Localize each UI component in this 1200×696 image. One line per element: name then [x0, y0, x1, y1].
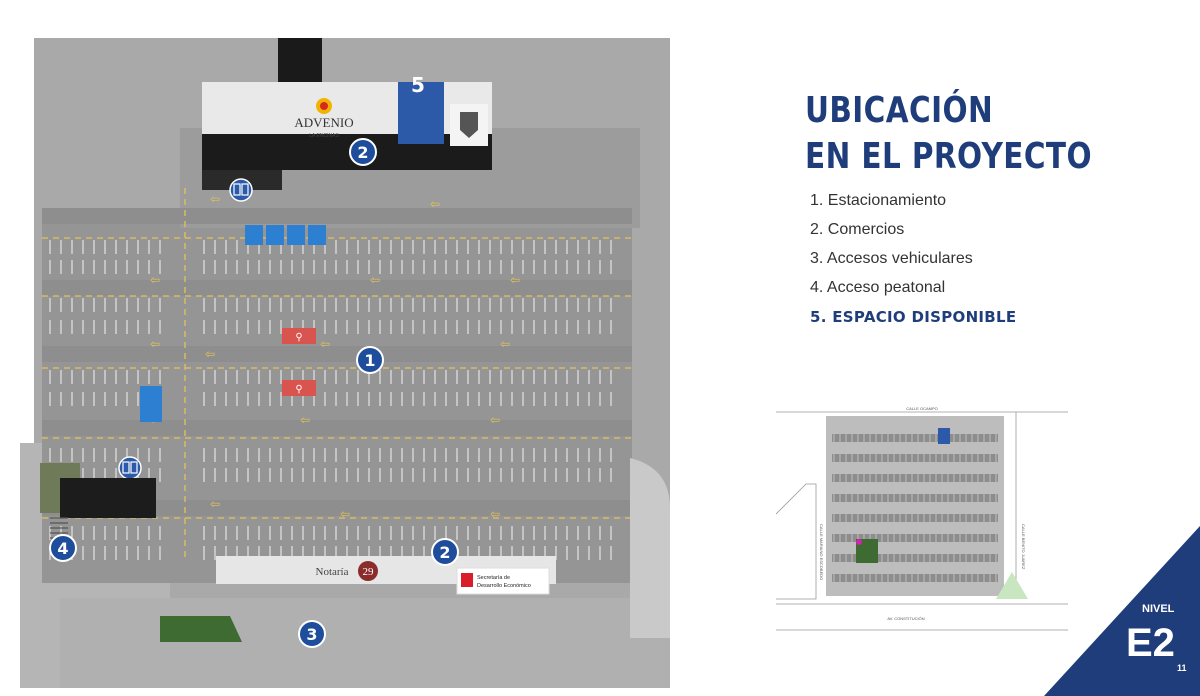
- direction-arrow-icon: ⇦: [340, 507, 350, 521]
- site-minimap: CALLE OCAMPO AV. CONSTITUCIÓN CALLE MARI…: [776, 404, 1068, 640]
- notaria-number: 29: [363, 566, 375, 578]
- minimap-row: [832, 534, 998, 542]
- direction-arrow-icon: ⇦: [430, 197, 440, 211]
- green-area: [160, 616, 242, 642]
- level-badge: NIVEL E2 11: [1044, 526, 1200, 696]
- direction-arrow-icon: ⇦: [300, 413, 310, 427]
- legend-item-espacio-disponible: 5. ESPACIO DISPONIBLE: [810, 308, 1017, 326]
- marker-2-top[interactable]: 2: [349, 138, 377, 166]
- direction-arrow-icon: ⇦: [370, 273, 380, 287]
- page-number: 11: [1177, 663, 1187, 673]
- traffic-arrows: ⇦⇦⇦⇦⇦⇦⇦⇦⇦⇦⇦⇦⇦⇦⇦: [150, 192, 520, 521]
- svg-text:2: 2: [357, 143, 368, 162]
- shield-icon: [460, 112, 478, 138]
- marker-5[interactable]: 5: [411, 73, 425, 97]
- svg-text:4: 4: [57, 539, 68, 558]
- aisle: [42, 420, 632, 436]
- direction-arrow-icon: ⇦: [150, 337, 160, 351]
- minimap-row: [832, 494, 998, 502]
- pedestrian-building: [60, 478, 156, 518]
- marker-4[interactable]: 4: [49, 534, 77, 562]
- aisle: [42, 280, 632, 296]
- minimap-available-space: [938, 428, 950, 444]
- advenio-sublabel: LA ENCINAS: [309, 133, 339, 139]
- svg-text:5: 5: [411, 73, 425, 97]
- bike-icon: ⚲: [295, 384, 302, 395]
- bike-parking: [282, 380, 316, 396]
- svg-text:2: 2: [439, 543, 450, 562]
- parking-stalls: [42, 188, 632, 560]
- direction-arrow-icon: ⇦: [320, 337, 330, 351]
- notaria-label: Notaría: [316, 566, 349, 578]
- advenio-label: ADVENIO: [294, 115, 353, 130]
- direction-arrow-icon: ⇦: [210, 192, 220, 206]
- title-line-1: UBICACIÓN: [805, 90, 994, 131]
- direction-arrow-icon: ⇦: [510, 273, 520, 287]
- bike-icon: ⚲: [295, 332, 302, 343]
- direction-arrow-icon: ⇦: [490, 413, 500, 427]
- elevator-icon: [229, 178, 253, 202]
- street-bottom: AV. CONSTITUCIÓN: [887, 616, 924, 621]
- direction-arrow-icon: ⇦: [500, 337, 510, 351]
- level-value: E2: [1126, 621, 1175, 665]
- available-space: [398, 82, 444, 144]
- elevator-icon: [118, 456, 142, 480]
- access-road: [60, 598, 670, 688]
- legend-item-comercios: 2. Comercios: [810, 221, 905, 238]
- parking-floor: [42, 208, 632, 583]
- bike-parking: [282, 328, 316, 344]
- svg-text:3: 3: [306, 625, 317, 644]
- legend: 1. Estacionamiento 2. Comercios 3. Acces…: [810, 190, 1016, 335]
- secretaria-logo-icon: [461, 573, 473, 587]
- direction-arrow-icon: ⇦: [210, 497, 220, 511]
- minimap-row: [832, 434, 998, 442]
- parking-map: ⇦⇦⇦⇦⇦⇦⇦⇦⇦⇦⇦⇦⇦⇦⇦ ADVENIO LA ENCINAS ⚲ ⚲ N…: [20, 38, 670, 688]
- page-title: UBICACIÓN EN EL PROYECTO: [805, 88, 1092, 180]
- street-right: CALLE BENITO JUÁREZ: [1021, 524, 1026, 570]
- minimap-row: [832, 554, 998, 562]
- legend-item-estacionamiento: 1. Estacionamiento: [810, 192, 947, 209]
- commerce-facade: [202, 134, 492, 170]
- aisle: [42, 208, 632, 224]
- direction-arrow-icon: ⇦: [205, 347, 215, 361]
- minimap-row: [832, 574, 998, 582]
- title-line-2: EN EL PROYECTO: [805, 136, 1092, 177]
- minimap-row: [832, 474, 998, 482]
- minimap-row: [832, 514, 998, 522]
- secretaria-line1: Secretaría de: [477, 575, 510, 581]
- minimap-footprint: [826, 416, 1004, 596]
- svg-text:1: 1: [364, 351, 375, 370]
- legend-item-accesos-vehiculares: 3. Accesos vehiculares: [810, 250, 973, 267]
- secretaria-line2: Desarrollo Económico: [477, 583, 531, 589]
- accessible-parking: [140, 225, 326, 422]
- legend-item-acceso-peatonal: 4. Acceso peatonal: [810, 279, 946, 296]
- minimap-row: [832, 454, 998, 462]
- direction-arrow-icon: ⇦: [490, 507, 500, 521]
- direction-arrow-icon: ⇦: [150, 273, 160, 287]
- marker-3[interactable]: 3: [298, 620, 326, 648]
- aisle: [42, 346, 632, 362]
- street-top: CALLE OCAMPO: [906, 406, 938, 411]
- street-left: CALLE MARIANO ESCOBEDO: [819, 524, 824, 580]
- marker-1[interactable]: 1: [356, 346, 384, 374]
- aisle: [42, 500, 632, 516]
- marker-2-bottom[interactable]: 2: [431, 538, 459, 566]
- level-label: NIVEL: [1142, 603, 1175, 615]
